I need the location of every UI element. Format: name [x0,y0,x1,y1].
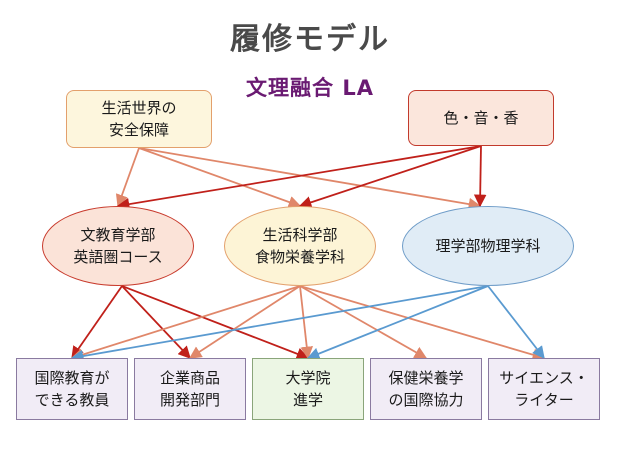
node-color-sound-scent: 色・音・香 [408,90,554,146]
node-outcome-product-dev: 企業商品 開発部門 [134,358,246,420]
edge-color-to-life [298,145,482,209]
node-outcome-science-writer: サイエンス・ ライター [488,358,600,420]
edge-color-to-bun [116,145,482,211]
edge-life-to-o3 [299,285,314,360]
edge-sci-to-o3 [306,285,489,360]
edge-safe-to-sci [138,147,482,211]
edge-bun-to-o2 [121,285,191,359]
edge-life-to-o1 [70,285,301,361]
page-title: 履修モデル [230,22,390,57]
node-outcome-intl-cooperation: 保健栄養学 の国際協力 [370,358,482,420]
edge-sci-to-o1 [70,285,489,363]
edge-bun-to-o3 [121,285,310,360]
edge-safe-to-bun [115,147,140,208]
node-outcome-grad-school: 大学院 進学 [252,358,364,420]
node-faculty-science: 理学部物理学科 [402,206,574,286]
edge-sci-to-o5 [487,285,545,359]
edge-life-to-o2 [188,285,301,359]
node-faculty-letters: 文教育学部 英語圏コース [42,206,194,286]
node-outcome-teacher: 国際教育が できる教員 [16,358,128,420]
page-subtitle: 文理融合 LA [246,76,374,100]
edge-color-to-sci [473,145,487,208]
edge-safe-to-life [138,147,302,209]
edge-life-to-o5 [299,285,546,361]
node-faculty-human-life: 生活科学部 食物栄養学科 [224,206,376,286]
node-safety: 生活世界の 安全保障 [66,90,212,148]
edge-bun-to-o1 [71,285,123,360]
edge-life-to-o4 [299,285,428,359]
